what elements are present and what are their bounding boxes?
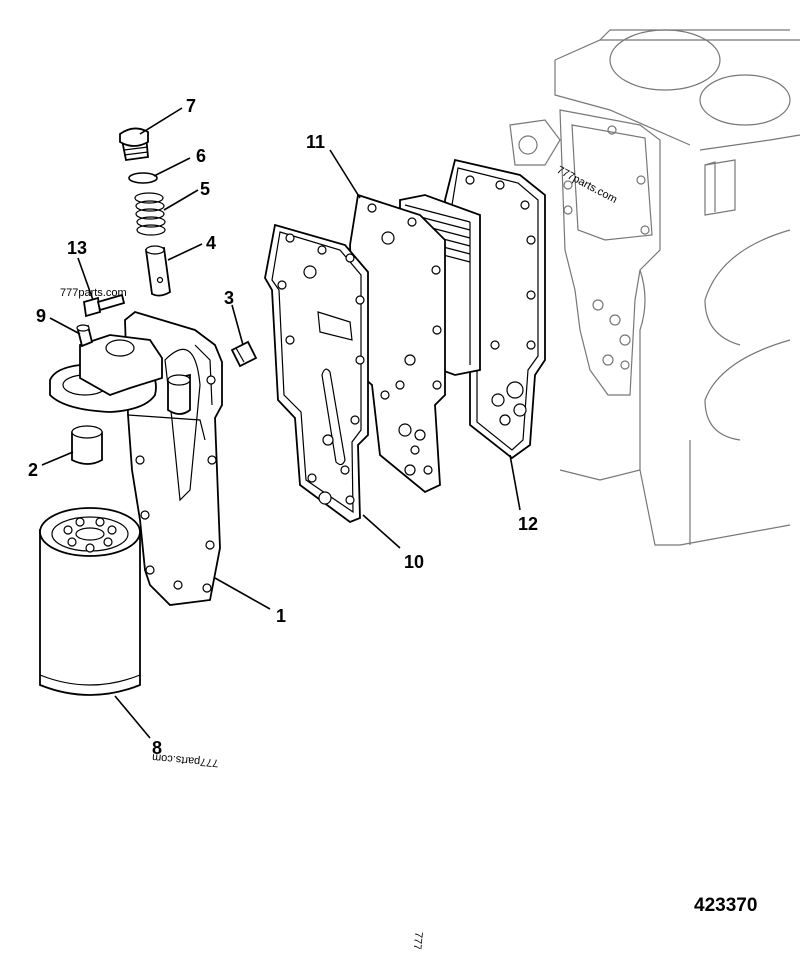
part-7-cap xyxy=(119,127,149,162)
watermark-lower-center: 777parts.com xyxy=(152,751,219,769)
watermark-upper-left: 777parts.com xyxy=(60,287,127,299)
callout-12: 12 xyxy=(518,514,538,534)
callout-2: 2 xyxy=(28,460,38,480)
callout-9: 9 xyxy=(36,306,46,326)
part-6-o-ring xyxy=(128,172,158,184)
callout-11: 11 xyxy=(306,132,325,152)
reference-number: 423370 xyxy=(694,895,757,916)
watermark-bottom-fragment: 777 xyxy=(411,931,425,949)
engine-block: 777parts.com xyxy=(509,29,800,546)
part-13-bolt xyxy=(82,293,126,318)
part-8-oil-filter xyxy=(39,507,141,696)
callout-7: 7 xyxy=(186,96,196,116)
callout-4: 4 xyxy=(206,233,216,253)
part-10-front-gasket xyxy=(264,223,369,524)
part-4-piston xyxy=(144,245,171,297)
callout-1: 1 xyxy=(276,606,286,626)
callout-8: 8 xyxy=(152,738,162,758)
part-5-spring xyxy=(134,192,166,236)
callout-13: 13 xyxy=(67,238,87,258)
leader-lines xyxy=(41,107,521,739)
callout-5: 5 xyxy=(200,179,210,199)
callout-10: 10 xyxy=(404,552,424,572)
part-3-fitting xyxy=(230,340,258,368)
part-2-plug xyxy=(71,425,103,465)
part-9-screw xyxy=(76,324,94,348)
part-1-filter-housing xyxy=(49,311,223,606)
callouts: 7 6 5 4 3 13 9 2 1 8 11 10 12 xyxy=(28,96,538,758)
callout-3: 3 xyxy=(224,288,234,308)
callout-6: 6 xyxy=(196,146,206,166)
